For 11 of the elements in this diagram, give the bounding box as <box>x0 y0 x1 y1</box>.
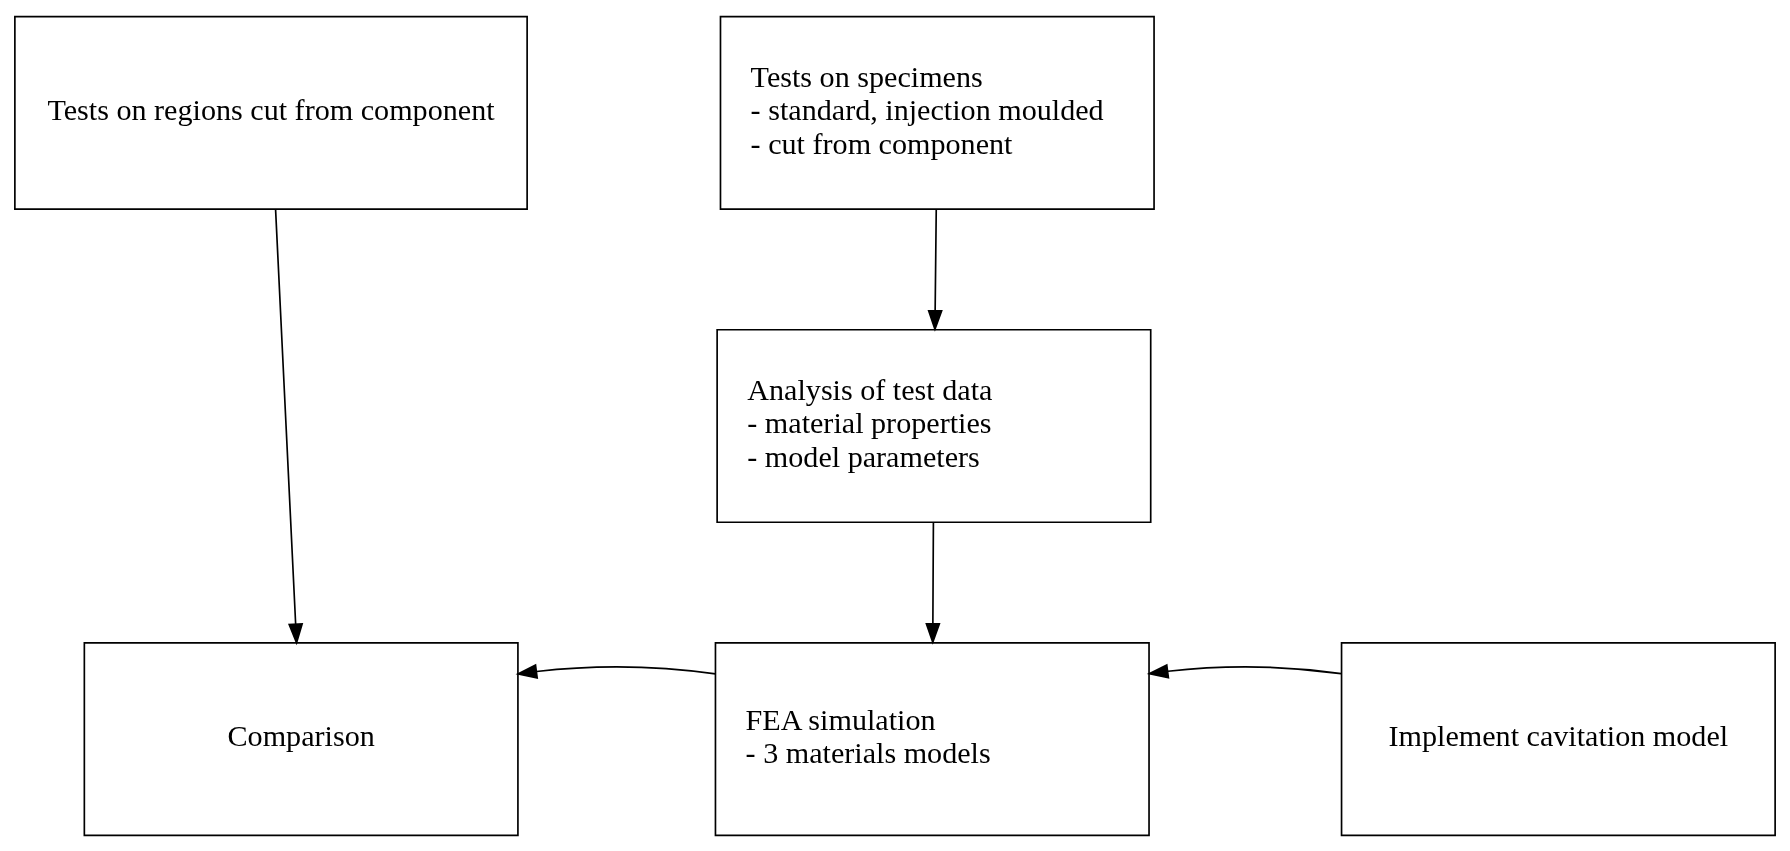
node-box: Tests on specimens - standard, injection moulded - cut from component <box>719 15 1155 210</box>
node-box: FEA simulation - 3 materials models <box>714 641 1150 836</box>
node-box: Analysis of test data - material properties - model parameters <box>716 328 1152 523</box>
arrow <box>925 520 941 645</box>
arrow <box>927 207 943 332</box>
node-box: Comparison <box>83 641 519 836</box>
arrow <box>515 663 717 679</box>
arrow <box>274 208 304 645</box>
arrow <box>1146 663 1342 679</box>
node-box: Tests on regions cut from component <box>14 15 528 210</box>
node-box: Implement cavitation model <box>1340 641 1776 836</box>
